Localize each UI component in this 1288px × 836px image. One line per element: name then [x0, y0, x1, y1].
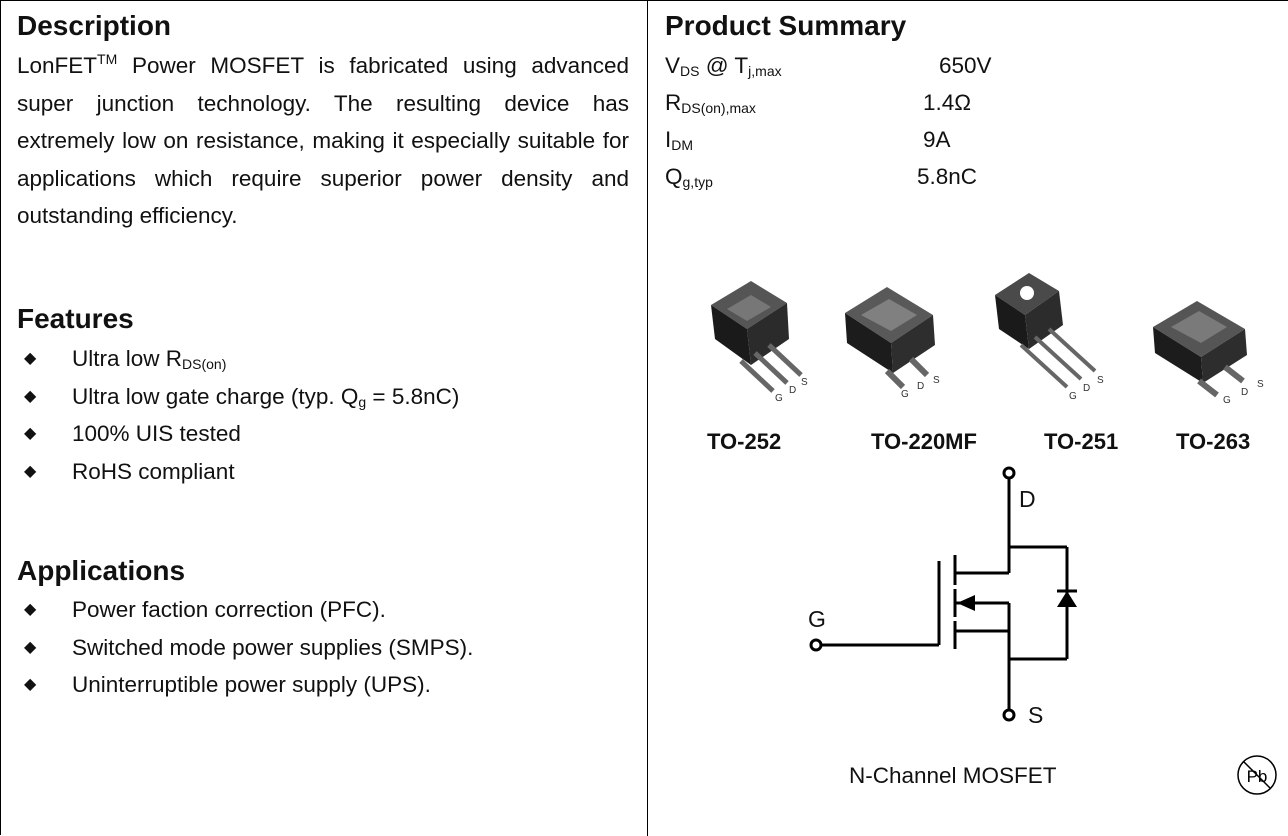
- svg-text:S: S: [1257, 379, 1264, 390]
- right-column: Product Summary VDS @ Tj,max 650V RDS(on…: [665, 1, 1285, 836]
- diamond-bullet-icon: ◆: [24, 350, 37, 367]
- description-body: Power MOSFET is fabricated using advance…: [17, 53, 629, 228]
- product-summary-table: VDS @ Tj,max 650V RDS(on),max 1.4Ω IDM 9…: [665, 47, 992, 195]
- product-summary-heading: Product Summary: [665, 10, 907, 41]
- to-252-package-image: G D S: [711, 281, 808, 403]
- to-220mf-package-image: G D S: [845, 287, 940, 400]
- column-divider: [647, 1, 648, 836]
- svg-text:G: G: [1223, 395, 1231, 406]
- table-row: VDS @ Tj,max 650V: [665, 53, 992, 79]
- table-row: RDS(on),max 1.4Ω: [665, 90, 972, 116]
- svg-text:G: G: [775, 393, 783, 403]
- list-item: ◆Switched mode power supplies (SMPS).: [17, 629, 473, 667]
- diamond-bullet-icon: ◆: [24, 676, 37, 693]
- description-text: LonFETTM Power MOSFET is fabricated usin…: [17, 47, 629, 235]
- diamond-bullet-icon: ◆: [24, 638, 37, 656]
- svg-text:S: S: [801, 377, 808, 388]
- brand-name: LonFET: [17, 53, 98, 78]
- svg-text:D: D: [1083, 383, 1090, 394]
- terminal-d-label: D: [1019, 486, 1036, 512]
- svg-text:S: S: [1097, 375, 1104, 386]
- list-item: ◆Power faction correction (PFC).: [17, 591, 473, 629]
- schematic-caption: N-Channel MOSFET: [849, 763, 1057, 788]
- diamond-bullet-icon: ◆: [24, 425, 37, 442]
- list-item: ◆RoHS compliant: [17, 453, 459, 491]
- features-heading: Features: [17, 303, 134, 334]
- package-label: TO-251: [1044, 429, 1119, 454]
- to-251-package-image: G D S: [995, 273, 1104, 402]
- list-item: ◆Uninterruptible power supply (UPS).: [17, 666, 473, 704]
- list-item: ◆100% UIS tested: [17, 415, 459, 453]
- package-label: TO-252: [707, 429, 782, 454]
- svg-text:G: G: [901, 389, 909, 400]
- table-row: Qg,typ 5.8nC: [665, 164, 978, 190]
- description-heading: Description: [17, 10, 172, 41]
- terminal-s-label: S: [1028, 702, 1044, 728]
- package-label: TO-220MF: [871, 429, 977, 454]
- to-263-package-image: G D S: [1153, 301, 1264, 406]
- features-list: ◆Ultra low RDS(on) ◆Ultra low gate charg…: [17, 340, 459, 490]
- mosfet-schematic: [809, 466, 1077, 722]
- svg-text:D: D: [1241, 387, 1248, 398]
- trademark-mark: TM: [97, 51, 118, 67]
- applications-heading: Applications: [17, 555, 186, 586]
- list-item: ◆Ultra low gate charge (typ. Qg = 5.8nC): [17, 378, 459, 416]
- diamond-bullet-icon: ◆: [24, 387, 37, 405]
- applications-list: ◆Power faction correction (PFC). ◆Switch…: [17, 591, 473, 704]
- svg-text:D: D: [789, 385, 796, 396]
- svg-text:D: D: [917, 381, 924, 392]
- lead-free-icon: Pb: [1237, 755, 1277, 795]
- diamond-bullet-icon: ◆: [24, 601, 37, 618]
- svg-text:G: G: [1069, 391, 1077, 402]
- list-item: ◆Ultra low RDS(on): [17, 340, 459, 378]
- terminal-g-label: G: [808, 606, 826, 632]
- svg-text:S: S: [933, 375, 940, 386]
- diamond-bullet-icon: ◆: [24, 462, 37, 480]
- svg-text:Pb: Pb: [1247, 767, 1268, 786]
- package-label: TO-263: [1176, 429, 1251, 454]
- table-row: IDM 9A: [665, 127, 951, 153]
